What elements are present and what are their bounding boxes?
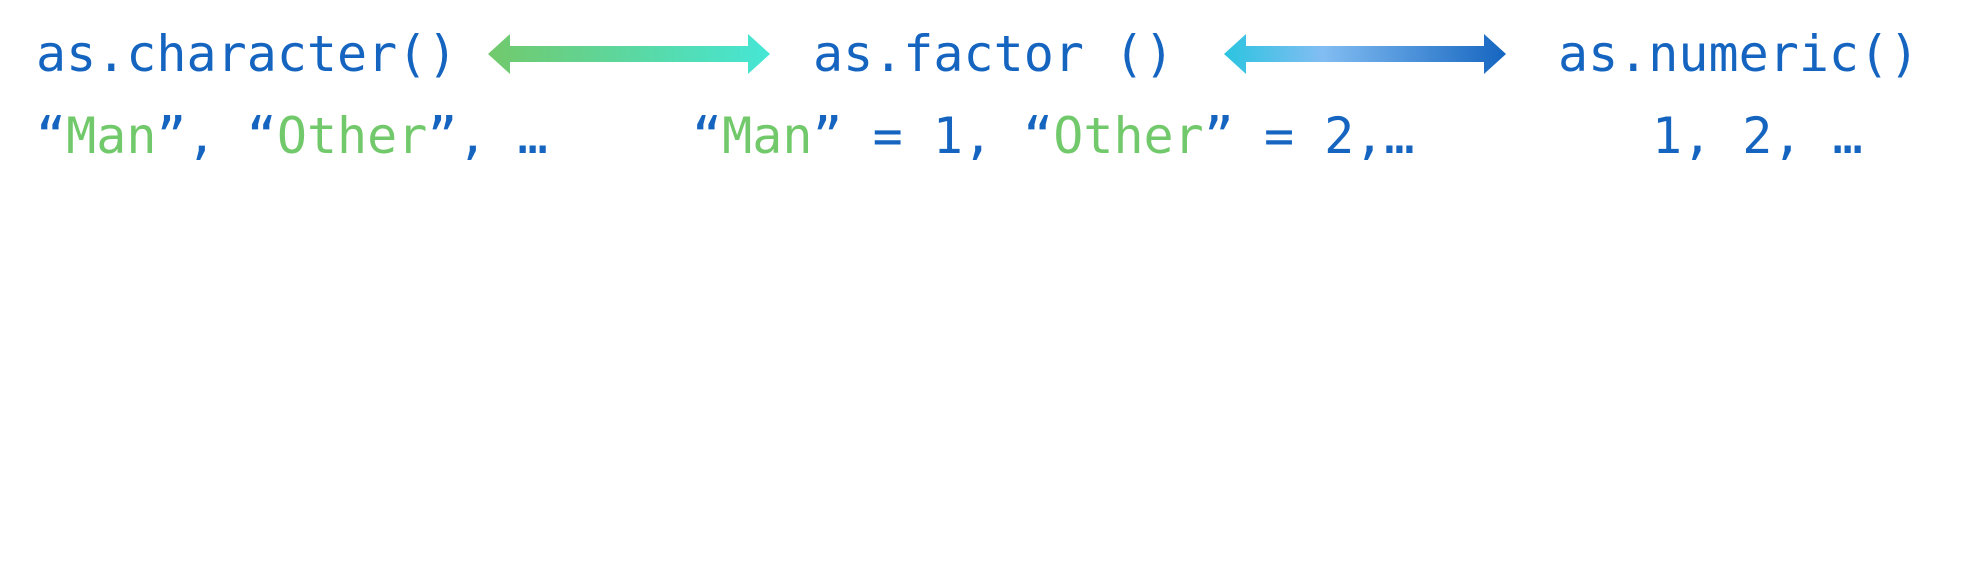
value-other: Other <box>1053 107 1204 165</box>
level-two: ” = 2,… <box>1203 107 1415 165</box>
separator: ”, “ <box>156 107 277 165</box>
factor-example: “Man” = 1, “Other” = 2,… <box>692 104 1414 168</box>
trailing-ellipsis: ”, … <box>427 107 548 165</box>
value-man: Man <box>722 107 813 165</box>
value-man: Man <box>66 107 157 165</box>
level-one: ” = 1, “ <box>812 107 1054 165</box>
double-headed-arrow-icon <box>1224 34 1506 74</box>
as-factor-label: as.factor () <box>813 25 1175 83</box>
as-numeric-label: as.numeric() <box>1558 25 1920 83</box>
character-example: “Man”, “Other”, … <box>36 104 548 168</box>
as-character-label: as.character() <box>36 25 458 83</box>
value-other: Other <box>276 107 428 165</box>
quote-open: “ <box>36 107 67 165</box>
numeric-example: 1, 2, … <box>1652 107 1863 165</box>
quote-open: “ <box>692 107 723 165</box>
double-headed-arrow-icon <box>488 34 770 74</box>
